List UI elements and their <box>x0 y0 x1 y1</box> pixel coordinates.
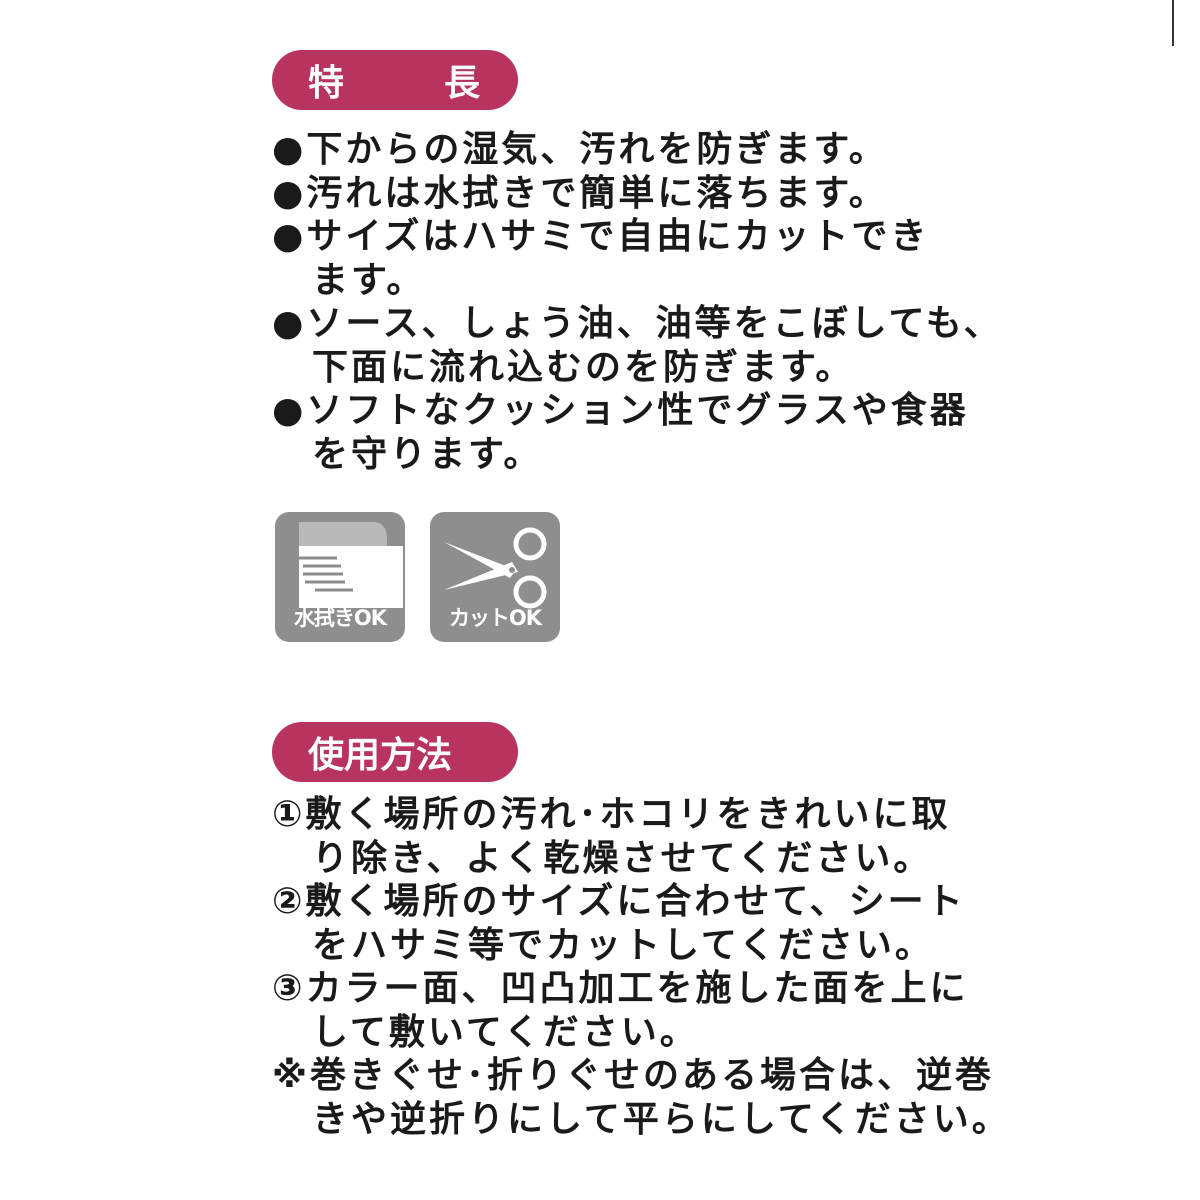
usage-line: して敷いてください。 <box>312 1011 699 1053</box>
usage-line: ③カラー面、凹凸加工を施した面を上に <box>272 968 969 1009</box>
usage-line: きや逆折りにして平らにしてください。 <box>312 1098 1011 1140</box>
usage-line: ※巻きぐせ･折りぐせのある場合は、逆巻 <box>272 1055 994 1096</box>
features-line: ●ソフトなクッション性でグラスや食器 <box>272 390 969 431</box>
usage-line: をハサミ等でカットしてください。 <box>312 924 934 966</box>
features-heading-char: 長 <box>443 63 480 104</box>
icon-label: 水拭きOK <box>293 606 387 630</box>
features-line: ●サイズはハサミで自由にカットでき <box>272 216 930 257</box>
usage-heading: 使用方法 <box>272 722 518 782</box>
edge-line <box>1172 0 1174 46</box>
features-heading-char: 特 <box>308 63 345 104</box>
features-line: を守ります。 <box>312 433 543 475</box>
features-line: ●汚れは水拭きで簡単に落ちます。 <box>272 172 888 214</box>
usage-line: ①敷く場所の汚れ･ホコリをきれいに取 <box>272 794 951 835</box>
cut-ok-badge: カットOK <box>430 512 560 642</box>
scissors-icon <box>444 527 547 609</box>
wipe-icon <box>299 522 403 608</box>
features-line: ●ソース、しょう油、油等をこぼしても、 <box>272 303 1003 344</box>
features-line: ●下からの湿気、汚れを防ぎます。 <box>272 129 888 170</box>
icon-label: カットOK <box>448 606 542 630</box>
usage-list: ①敷く場所の汚れ･ホコリをきれいに取り除き、よく乾燥させてください。②敷く場所の… <box>272 793 1011 1141</box>
features-heading: 特 長 <box>272 50 518 110</box>
features-list: ●下からの湿気、汚れを防ぎます。●汚れは水拭きで簡単に落ちます。●サイズはハサミ… <box>272 128 1003 476</box>
features-line: 下面に流れ込むのを防ぎます。 <box>312 346 855 388</box>
usage-line: り除き、よく乾燥させてください。 <box>312 837 933 879</box>
usage-line: ②敷く場所のサイズに合わせて、シート <box>272 881 966 922</box>
features-line: ます。 <box>312 259 426 301</box>
wipe-ok-badge: 水拭きOK <box>275 512 405 642</box>
